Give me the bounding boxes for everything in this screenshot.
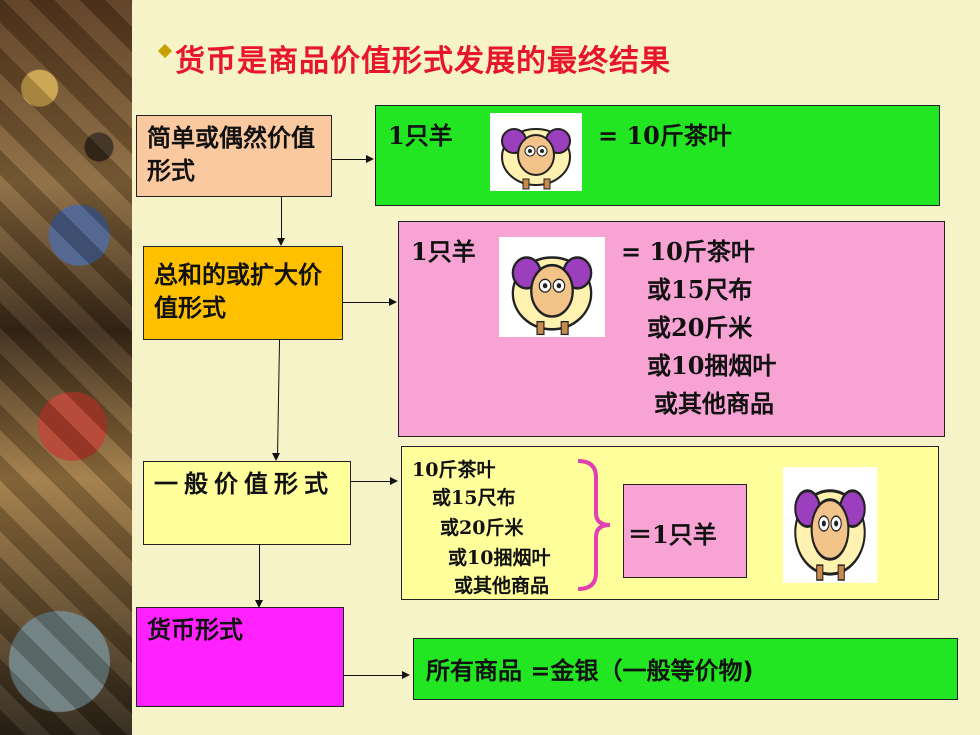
connector-3: [259, 545, 260, 605]
box3-line-3: 或20斤米: [440, 517, 524, 539]
curly-brace-icon: [577, 459, 611, 591]
arrow-right-1: [332, 159, 368, 160]
box2-left-text: 1只羊: [411, 237, 476, 266]
box2-line-5: 或其他商品: [654, 389, 774, 418]
arrowhead-1: [277, 238, 285, 246]
box2-line-2: 或15尺布: [647, 275, 753, 304]
simple-form-equation-box: 1只羊 = 10斤茶叶: [375, 105, 940, 206]
box3-line-1: 10斤茶叶: [412, 459, 496, 481]
box4-text: 所有商品 =金银（一般等价物): [426, 657, 754, 685]
box3-line-2: 或15尺布: [432, 487, 516, 509]
arrowhead-right-2: [389, 298, 397, 306]
slide-title: 货币是商品价值形式发展的最终结果: [175, 44, 671, 79]
arrow-right-3: [351, 481, 392, 482]
arrow-right-2: [343, 302, 391, 303]
stage-general-value-form: 一般价值形式: [143, 461, 351, 545]
stage-expanded-value-form: 总和的或扩大价值形式: [143, 246, 343, 340]
expanded-form-equation-box: 1只羊 = 10斤茶叶 或15尺布 或20斤米 或10捆烟叶 或其他商品: [398, 221, 945, 437]
connector-2: [276, 340, 281, 458]
box3-line-5: 或其他商品: [454, 575, 550, 597]
sheep-image: [490, 113, 582, 191]
box3-line-4: 或10捆烟叶: [448, 547, 551, 569]
box2-line-3: 或20斤米: [647, 313, 753, 342]
sheep-image: [499, 237, 605, 337]
arrowhead-right-1: [366, 155, 374, 163]
connector-1: [281, 197, 282, 243]
arrowhead-right-3: [390, 477, 398, 485]
stage-money-form: 货币形式: [136, 607, 344, 707]
box2-line-1: = 10斤茶叶: [621, 237, 755, 266]
box3-equals-text: ＝1只羊: [628, 520, 717, 549]
arrow-right-4: [344, 675, 404, 676]
box2-line-4: 或10捆烟叶: [647, 351, 777, 380]
arrowhead-2: [272, 453, 280, 461]
sheep-image: [783, 467, 877, 583]
box1-right-text: = 10斤茶叶: [598, 121, 732, 150]
equals-one-sheep-box: ＝1只羊: [623, 484, 747, 578]
decorative-side-image: [0, 0, 132, 735]
money-form-equation-box: 所有商品 =金银（一般等价物): [413, 638, 958, 700]
box1-left-text: 1只羊: [388, 121, 453, 150]
stage-simple-value-form: 简单或偶然价值形式: [136, 115, 332, 197]
arrowhead-right-4: [402, 671, 410, 679]
diamond-bullet-icon: [157, 43, 173, 59]
general-form-equation-box: 10斤茶叶 或15尺布 或20斤米 或10捆烟叶 或其他商品 ＝1只羊: [401, 446, 939, 600]
arrowhead-3: [255, 600, 263, 608]
